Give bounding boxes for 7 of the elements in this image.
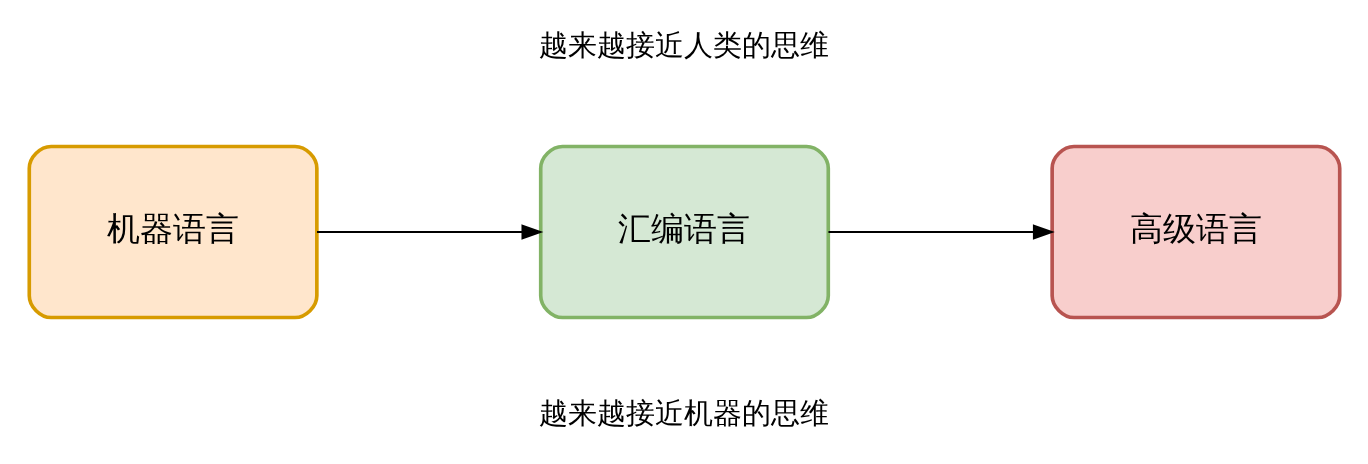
node-box: 机器语言 [26,144,319,320]
arrow [315,224,543,240]
node-box: 汇编语言 [538,144,830,320]
node-box: 高级语言 [1049,144,1342,320]
label: 越来越接近人类的思维 [539,28,829,63]
label: 越来越接近机器的思维 [539,395,829,430]
arrow [827,224,1055,240]
